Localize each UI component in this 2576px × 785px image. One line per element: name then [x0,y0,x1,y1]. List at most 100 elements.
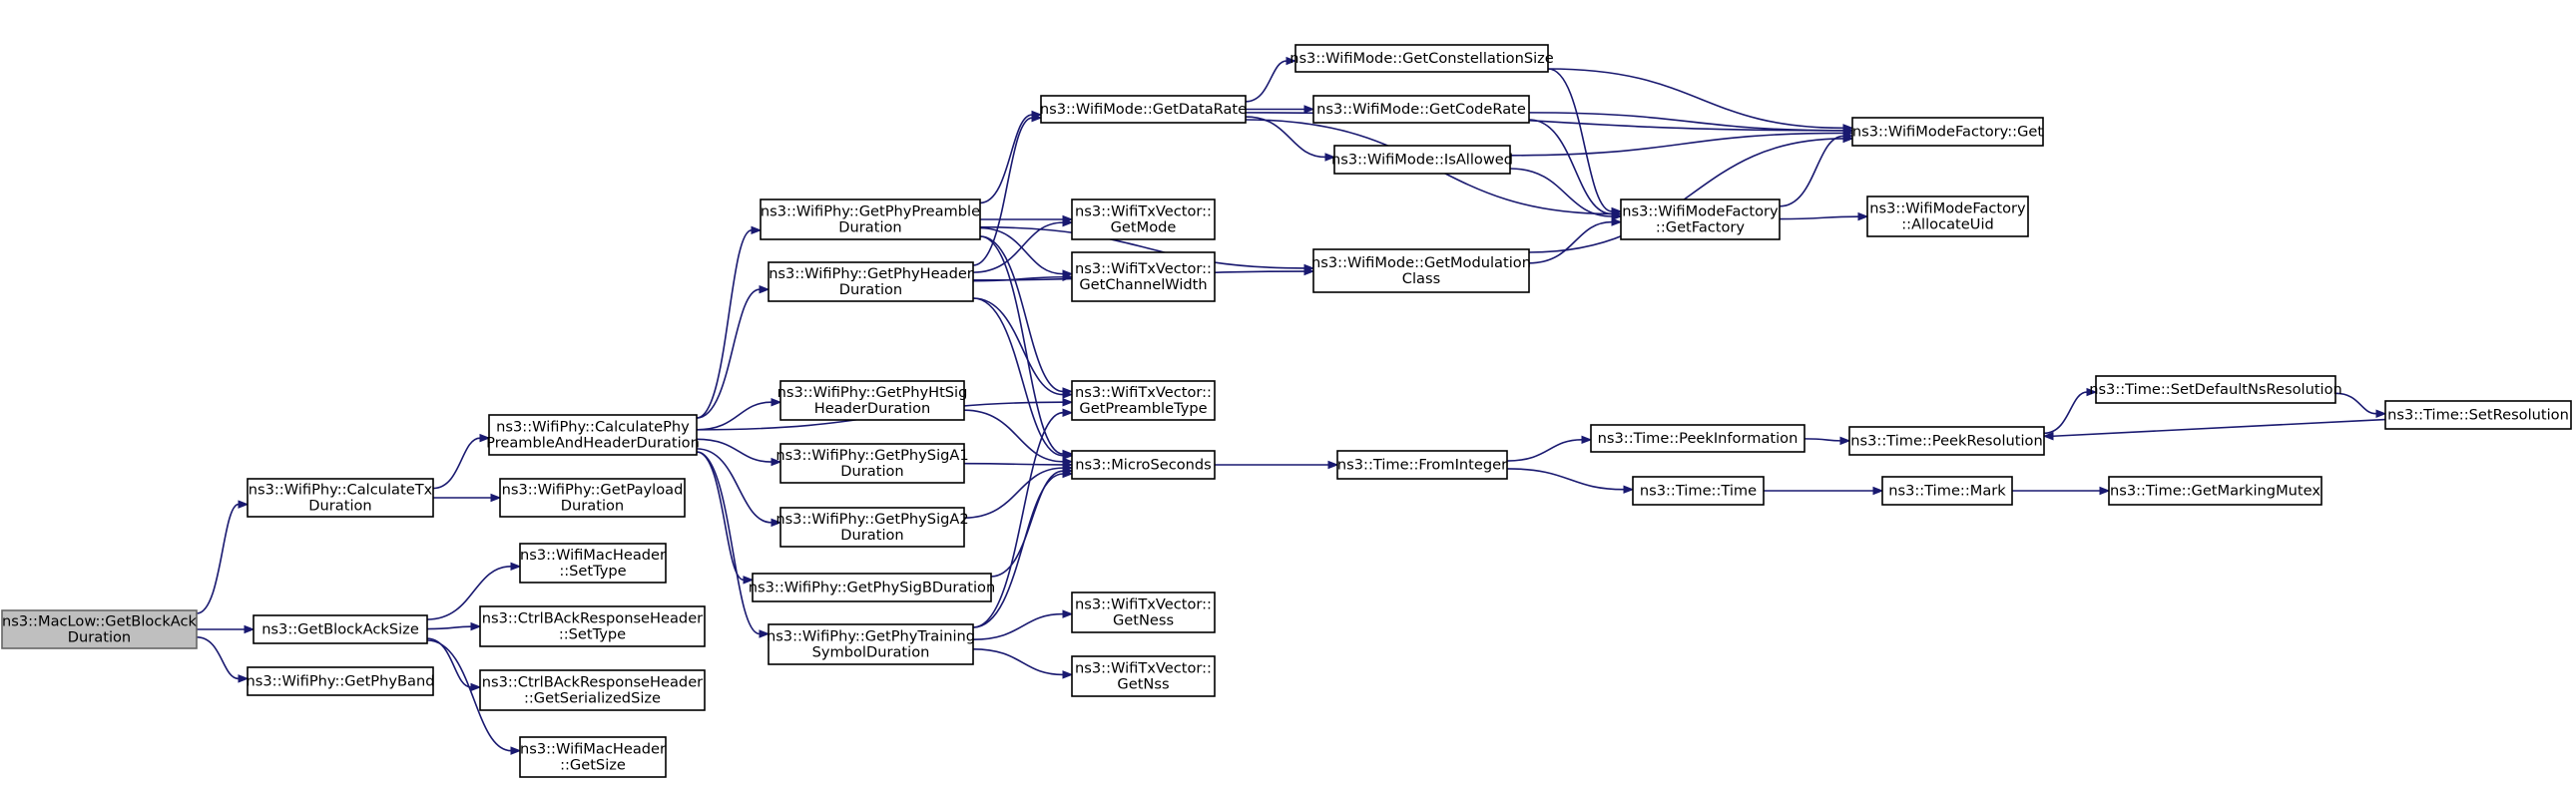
arrowhead-n4-n21 [1062,451,1074,461]
node-label: ns3::WifiPhy::GetPayload [502,482,684,499]
node-n25[interactable]: ns3::WifiMode::GetCodeRate [1312,95,1530,124]
node-label: GetNess [1113,612,1174,629]
node-box [2095,375,2336,404]
edge-n9-n20 [972,411,1064,628]
node-n21[interactable]: ns3::MicroSeconds [1071,450,1216,480]
arrowhead-n2-n4 [759,284,771,294]
edge-n27-n28 [1528,220,1613,264]
node-n19[interactable]: ns3::WifiTxVector::GetChannelWidth [1071,251,1216,302]
edge-n11-n12 [426,566,512,620]
edge-n9-n22 [972,612,1064,640]
node-label: ns3::WifiPhy::CalculateTx [249,482,433,499]
arrowhead-n27-n28 [1611,217,1623,226]
node-label: ns3::WifiModeFactory [1622,203,1779,220]
node-n26[interactable]: ns3::WifiMode::IsAllowed [1331,145,1513,175]
node-n22[interactable]: ns3::WifiTxVector::GetNess [1071,591,1216,633]
node-label: ::SetType [559,563,626,580]
node-n15[interactable]: ns3::WifiMacHeader::GetSize [519,736,667,778]
node-n20[interactable]: ns3::WifiTxVector::GetPreambleType [1071,380,1216,421]
arrowhead-n11-n13 [470,621,482,631]
arrowhead-n11-n14 [470,682,482,692]
node-n13[interactable]: ns3::CtrlBAckResponseHeader::SetType [479,605,706,647]
node-n36[interactable]: ns3::Time::Time [1632,476,1765,506]
node-n8[interactable]: ns3::WifiPhy::GetPhySigBDuration [749,573,995,602]
node-n30[interactable]: ns3::WifiModeFactory::AllocateUid [1866,196,2029,237]
arrowhead-n31-n36 [1623,485,1635,494]
node-label: ns3::WifiPhy::GetPhyHeader [769,265,973,282]
arrowhead-n9-n21 [1062,469,1074,479]
node-box [1071,591,1216,633]
edge-n2-n9 [696,451,761,635]
node-n32[interactable]: ns3::Time::PeekInformation [1590,424,1805,453]
node-label: GetChannelWidth [1079,276,1207,293]
node-box [1071,198,1216,240]
node-n2[interactable]: ns3::WifiPhy::CalculatePhyPreambleAndHea… [486,414,700,456]
node-label: GetMode [1111,219,1177,236]
node-label: ::GetFactory [1656,219,1746,236]
node-box [1851,117,2044,147]
node-layer: ns3::MacLow::GetBlockAckDurationns3::Wif… [1,44,2572,778]
node-label: ns3::WifiPhy::GetPhySigA2 [775,511,968,528]
node-label: ns3::WifiPhy::CalculatePhy [496,419,690,436]
node-n18[interactable]: ns3::WifiTxVector::GetMode [1071,198,1216,240]
node-label: ::SetType [559,626,626,643]
node-n28[interactable]: ns3::WifiModeFactory::GetFactory [1620,198,1781,240]
edge-n2-n4 [696,288,761,419]
node-box [779,507,965,548]
node-label: ns3::WifiMode::GetDataRate [1040,101,1247,118]
node-label: ns3::WifiTxVector:: [1075,596,1212,613]
node-n38[interactable]: ns3::Time::GetMarkingMutex [2108,476,2322,506]
node-n34[interactable]: ns3::Time::SetDefaultNsResolution [2089,375,2342,404]
arrowhead-n28-n30 [1857,211,1869,221]
edge-n35-n33 [2052,418,2386,438]
node-n31[interactable]: ns3::Time::FromInteger [1336,450,1508,480]
node-n35[interactable]: ns3::Time::SetResolution [2384,400,2572,430]
node-label: ns3::WifiMacHeader [520,547,666,564]
node-n17[interactable]: ns3::WifiMode::GetDataRate [1040,95,1247,124]
node-box [752,573,992,602]
node-box [519,543,667,584]
node-n24[interactable]: ns3::WifiMode::GetConstellationSize [1289,44,1554,73]
edge-n2-n3 [696,229,753,419]
node-n9[interactable]: ns3::WifiPhy::GetPhyTrainingSymbolDurati… [767,623,975,665]
node-n11[interactable]: ns3::GetBlockAckSize [253,614,428,644]
node-label: ns3::WifiTxVector:: [1075,660,1212,677]
node-label: GetNss [1117,676,1169,693]
node-n14[interactable]: ns3::CtrlBAckResponseHeader::GetSerializ… [479,669,706,711]
node-box [1071,450,1216,480]
edge-n28-n30 [1779,215,1859,220]
node-box [488,414,698,456]
node-box [1071,251,1216,302]
arrowhead-n34-n35 [2375,409,2387,418]
node-box [779,443,965,484]
edge-n33-n34 [2043,391,2088,435]
edge-n11-n14 [426,637,472,688]
node-label: ns3::WifiMode::GetCodeRate [1316,101,1526,118]
node-n12[interactable]: ns3::WifiMacHeader::SetType [519,543,667,584]
edge-n26-n28 [1509,168,1613,217]
node-n23[interactable]: ns3::WifiTxVector::GetNss [1071,655,1216,697]
node-box [1336,450,1508,480]
edge-n11-n15 [426,639,512,752]
node-n29[interactable]: ns3::WifiModeFactory::Get [1851,117,2044,147]
arrowhead-n21-n31 [1327,460,1339,470]
node-label: Duration [840,463,903,480]
node-box [1881,476,2013,506]
node-n16[interactable]: ns3::WifiPhy::GetPhyBand [247,666,435,696]
edge-n34-n35 [2334,392,2377,415]
node-box [479,605,706,647]
node-n33[interactable]: ns3::Time::PeekResolution [1848,426,2045,456]
node-n37[interactable]: ns3::Time::Mark [1881,476,2013,506]
node-label: PreambleAndHeaderDuration [486,435,700,452]
node-label: ns3::WifiTxVector:: [1075,384,1212,401]
arrowhead-n11-n12 [510,562,522,572]
